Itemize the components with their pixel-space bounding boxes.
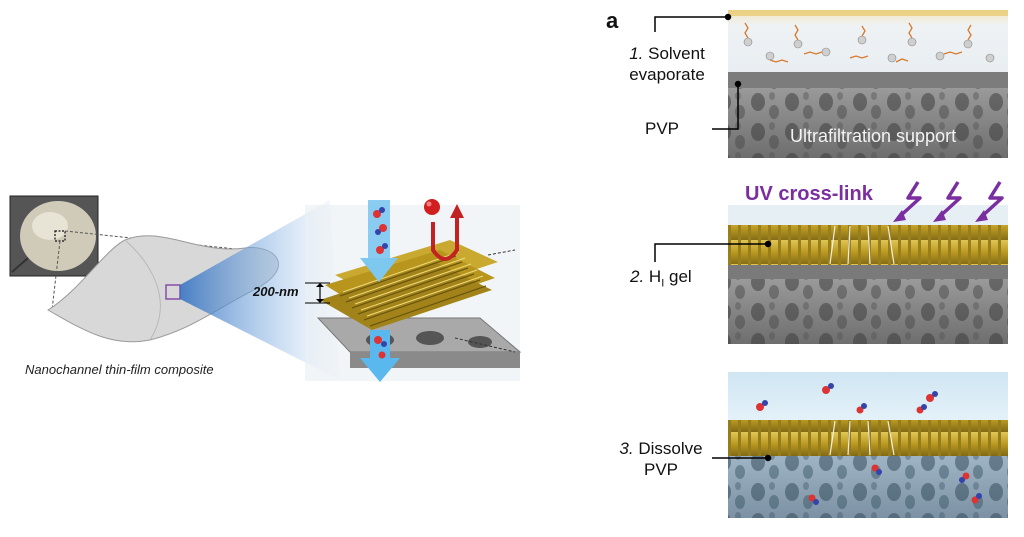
step2-text-post: gel: [664, 267, 692, 286]
leader-lines: [654, 13, 772, 462]
permeate-arrow: [360, 200, 400, 382]
membrane-sample-photo: [9, 195, 99, 277]
step2-number: 2.: [630, 267, 645, 286]
step3-text-line2: PVP: [643, 460, 679, 479]
step2-text-sub: I: [661, 277, 665, 290]
support-label: Ultrafiltration support: [790, 126, 957, 146]
step3-label: 3. Dissolve PVP: [606, 438, 716, 480]
nanochannel-rods: [320, 240, 498, 330]
rejection-arrow: [424, 199, 464, 261]
pvp-label: PVP: [645, 119, 680, 138]
step2-text-pre: H: [648, 267, 662, 286]
thickness-bracket: [305, 282, 330, 304]
step3-text-line1: Dissolve: [638, 439, 703, 458]
uv-bolt-icons: [896, 181, 1004, 220]
step2-image: [728, 205, 1008, 344]
thickness-label: 200-nm: [253, 284, 299, 299]
step1-text-line2: evaporate: [629, 65, 705, 84]
composite-caption: Nanochannel thin-film composite: [25, 362, 214, 377]
step1-image: [728, 10, 1008, 158]
step3-number: 3.: [619, 439, 634, 458]
uv-crosslink-label: UV cross-link: [745, 183, 873, 205]
panel-letter: a: [606, 8, 619, 33]
zoom-beam: [180, 200, 340, 380]
step1-number: 1.: [629, 44, 644, 63]
step1-label: 1. Solvent evaporate: [612, 43, 722, 85]
step2-label: 2. HI gel: [630, 266, 692, 294]
step1-text-line1: Solvent: [648, 44, 705, 63]
step3-image: [728, 372, 1008, 518]
